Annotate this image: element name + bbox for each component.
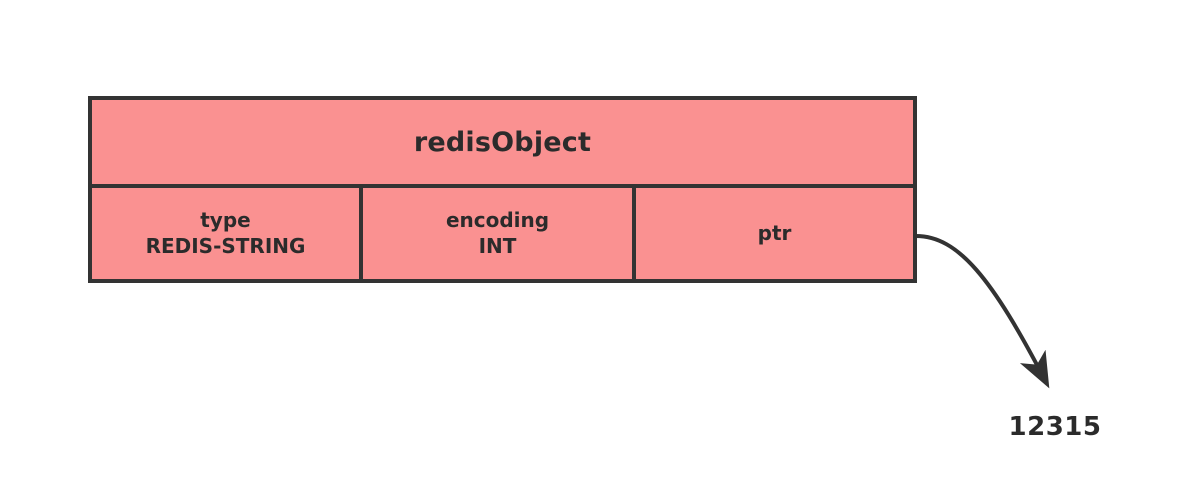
field-cell-ptr: ptr xyxy=(636,188,913,279)
pointer-arrow-icon xyxy=(914,234,1050,389)
field-name-type: type xyxy=(200,207,251,232)
pointer-target-value: 12315 xyxy=(1008,412,1102,442)
field-name-encoding: encoding xyxy=(445,207,550,232)
field-cell-type: type REDIS-STRING xyxy=(92,188,363,279)
field-cell-encoding: encoding INT xyxy=(363,188,636,279)
redis-object-struct: redisObject type REDIS-STRING encoding I… xyxy=(88,96,917,283)
field-value-encoding: INT xyxy=(478,233,517,258)
struct-fields-row: type REDIS-STRING encoding INT ptr xyxy=(92,188,913,279)
field-value-type: REDIS-STRING xyxy=(145,233,306,258)
field-name-ptr: ptr xyxy=(757,220,792,245)
struct-header-title: redisObject xyxy=(92,100,913,188)
